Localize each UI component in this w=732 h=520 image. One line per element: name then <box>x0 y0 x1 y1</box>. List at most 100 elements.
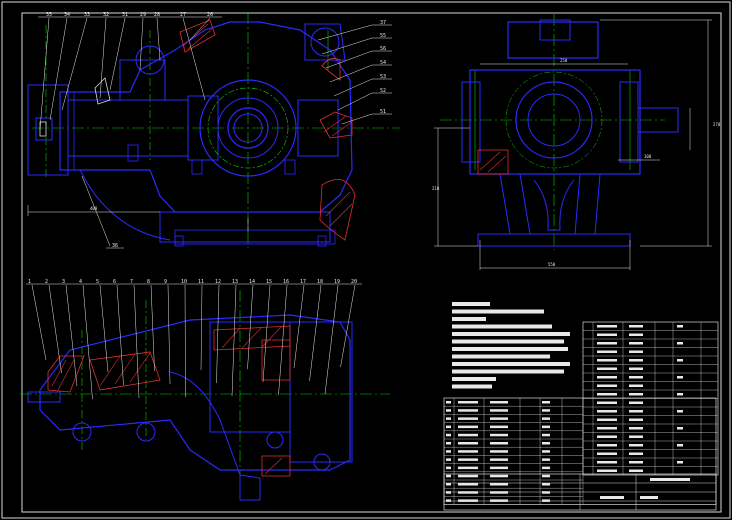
leader-line <box>65 284 78 387</box>
front-dim-length: 400 <box>90 206 98 211</box>
parts-cell <box>597 325 617 328</box>
balloon-label: 54 <box>380 60 386 66</box>
title-block <box>443 473 717 511</box>
parts-cell <box>597 376 617 379</box>
leader-line <box>31 284 47 361</box>
note-line <box>452 332 570 336</box>
parts-cell <box>490 483 508 486</box>
parts-cell <box>458 409 478 412</box>
balloon-label: 37 <box>380 20 386 26</box>
parts-cell <box>490 466 508 470</box>
side-view: 250 270 210 100 550 <box>432 14 721 270</box>
balloon-label: 1 <box>28 279 31 285</box>
balloon-label: 3 <box>62 279 65 285</box>
leader-line <box>200 284 203 371</box>
leader-line <box>337 92 373 111</box>
parts-cell <box>629 367 643 370</box>
note-line <box>452 362 570 366</box>
balloon-label: 4 <box>79 279 82 285</box>
note-line <box>452 354 550 359</box>
note-line <box>452 324 552 329</box>
parts-cell <box>629 410 643 413</box>
parts-cell <box>490 458 508 461</box>
parts-cell <box>597 393 617 396</box>
note-line <box>452 384 492 389</box>
leader-line <box>82 284 93 400</box>
leader-line <box>340 284 356 368</box>
leader-line <box>293 284 305 369</box>
parts-cell <box>597 350 617 353</box>
side-dim-top: 250 <box>560 58 568 63</box>
parts-cell <box>458 442 478 445</box>
parts-cell <box>629 325 643 328</box>
balloon-label: 15 <box>266 279 272 285</box>
note-line <box>452 317 486 321</box>
leader-line <box>49 17 68 121</box>
balloon-label: 18 <box>317 279 323 285</box>
balloon-label: 53 <box>380 74 386 80</box>
balloon-label: 52 <box>380 88 386 94</box>
front-view <box>27 12 400 248</box>
parts-cell <box>458 401 478 404</box>
balloon-label: 16 <box>283 279 289 285</box>
parts-cell <box>629 359 643 362</box>
section-view <box>20 290 390 501</box>
leader-line <box>309 284 322 382</box>
leader-line <box>341 113 373 125</box>
parts-cell <box>490 401 508 404</box>
parts-cell <box>458 483 478 486</box>
parts-cell <box>597 435 617 438</box>
leader-line <box>184 284 186 398</box>
side-dim-height: 270 <box>713 122 721 127</box>
note-line <box>452 302 490 306</box>
balloon-label: 20 <box>351 279 357 285</box>
parts-cell <box>629 333 643 336</box>
balloon-label: 10 <box>181 279 187 285</box>
parts-cell <box>629 393 643 396</box>
side-dim-left: 210 <box>432 186 440 191</box>
parts-cell <box>490 433 508 437</box>
balloon-label: 32 <box>103 12 109 18</box>
inner-frame <box>21 12 722 513</box>
leader-line <box>133 284 140 399</box>
note-line <box>452 339 564 344</box>
parts-cell <box>597 410 617 413</box>
parts-cell <box>597 342 617 345</box>
balloon-label: 55 <box>380 33 386 39</box>
leader-line <box>329 64 373 83</box>
parts-cell <box>458 499 478 502</box>
parts-cell <box>629 444 643 447</box>
parts-cell <box>458 425 478 429</box>
note-line <box>452 347 568 351</box>
balloon-label: 11 <box>198 279 204 285</box>
parts-cell <box>629 461 643 464</box>
note-line <box>452 369 564 374</box>
parts-cell <box>597 418 617 421</box>
parts-cell <box>629 350 643 353</box>
balloon-label: 31 <box>122 12 128 18</box>
parts-cell <box>597 359 617 362</box>
balloon-label: 7 <box>130 279 133 285</box>
parts-cell <box>490 491 508 494</box>
balloon-label: 19 <box>334 279 340 285</box>
parts-cell <box>597 469 617 472</box>
leader-line <box>182 17 206 101</box>
balloon-label: 36 <box>112 243 118 249</box>
side-dim-shaft: 100 <box>644 154 652 159</box>
parts-cell <box>490 442 508 445</box>
balloon-label: 13 <box>232 279 238 285</box>
balloon-label: 14 <box>249 279 255 285</box>
parts-cell <box>597 444 617 447</box>
parts-cell <box>597 367 617 370</box>
parts-cell <box>597 427 617 430</box>
parts-cell <box>629 342 643 345</box>
leader-line <box>189 17 211 41</box>
parts-cell <box>458 417 478 420</box>
leader-line <box>321 37 373 55</box>
parts-cell <box>597 384 617 387</box>
parts-cell <box>629 427 643 430</box>
leader-line <box>216 284 220 384</box>
